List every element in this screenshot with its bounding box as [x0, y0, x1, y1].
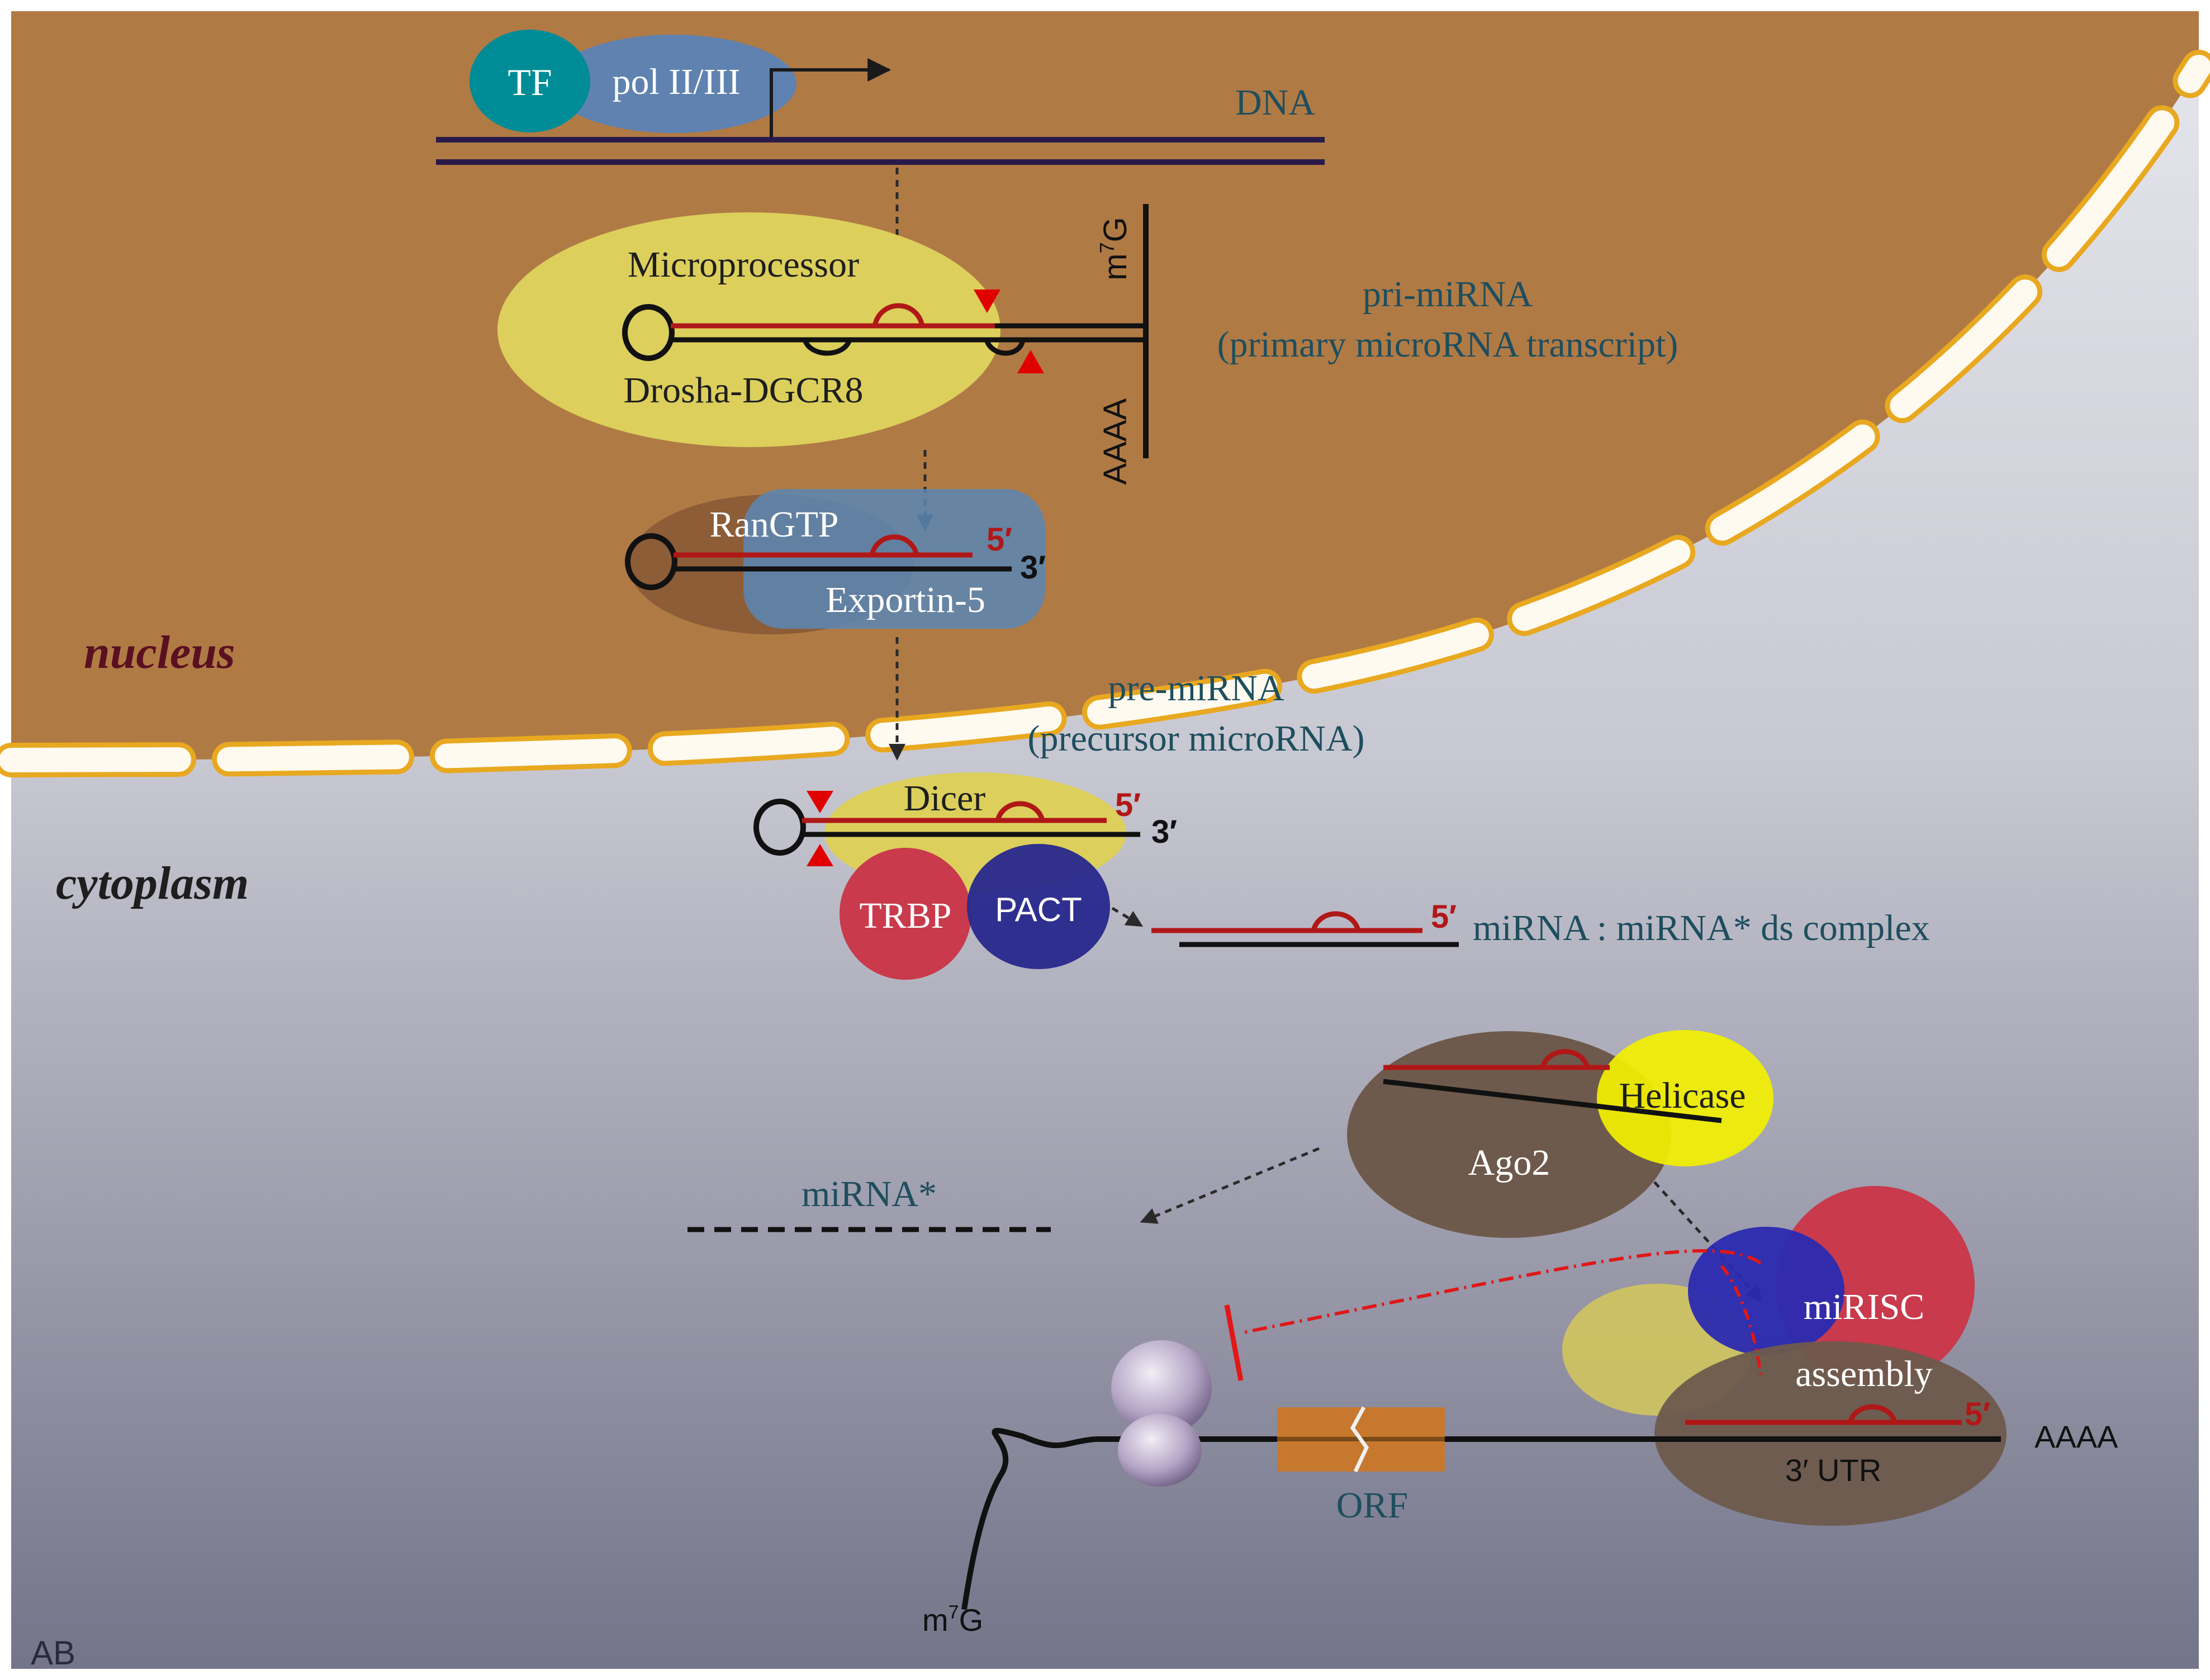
- drosha-cleavage-site-top: [974, 290, 1000, 313]
- drosha-label: Drosha-DGCR8: [624, 370, 864, 411]
- repression-bar: [1224, 1304, 1244, 1381]
- mrna-5-tail: [961, 1427, 1096, 1610]
- utr-mirna-bulge: [1847, 1404, 1898, 1423]
- pre-mirna-full-name: (precursor microRNA): [1028, 718, 1365, 759]
- export-three-prime: 3′: [1020, 549, 1046, 586]
- export-bulge-red: [869, 534, 919, 556]
- dicer-cleavage-site-bottom: [807, 844, 833, 866]
- ago-strand-black: [1383, 1079, 1722, 1123]
- pri-mirna-name: pri-miRNA: [1363, 274, 1533, 315]
- ago2-blob: [1347, 1031, 1671, 1238]
- ago-bulge-red: [1540, 1049, 1590, 1069]
- arrow-dicer-to-duplex: [1111, 907, 1144, 927]
- helicase-label: Helicase: [1619, 1075, 1746, 1116]
- nucleus-region: [11, 11, 2199, 760]
- risc-red-blob: [1776, 1186, 1975, 1385]
- mrna-cap: m7G: [922, 1602, 983, 1638]
- trbp-blob: [840, 848, 971, 980]
- pri-mirna-cap: m7G: [1095, 217, 1134, 280]
- pre-mirna-name: pre-miRNA: [1108, 668, 1284, 709]
- pri-mirna-full-name: (primary microRNA transcript): [1217, 324, 1678, 365]
- cytoplasm-label: cytoplasm: [56, 857, 249, 909]
- pri-mirna-loop: [622, 304, 675, 361]
- utr-label: 3′ UTR: [1785, 1453, 1881, 1488]
- tf-label: TF: [508, 61, 552, 103]
- mirisc-label-assembly: assembly: [1795, 1354, 1933, 1394]
- dicer-five-prime: 5′: [1115, 787, 1141, 823]
- pri-mirna-poly-a: AAAA: [1097, 398, 1134, 485]
- transcription-start-arrow: [770, 58, 891, 137]
- pre-mirna-loop-dicer: [753, 799, 806, 856]
- duplex-five-prime: 5′: [1431, 899, 1457, 935]
- mrna-poly-a: AAAA: [2034, 1419, 2118, 1454]
- pri-mirna-bulge-black-2: [984, 339, 1026, 356]
- dicer-three-prime: 3′: [1151, 814, 1177, 850]
- orf-break: [1350, 1406, 1369, 1473]
- nuclear-envelope-inner: [0, 55, 2210, 772]
- dna-label: DNA: [1235, 82, 1315, 123]
- pol-ii-iii-blob: [551, 35, 796, 133]
- ribosome-small-subunit: [1118, 1414, 1202, 1487]
- exportin-5-blob: [743, 489, 1045, 629]
- risc-blue-blob: [1688, 1227, 1844, 1355]
- nucleus-label: nucleus: [84, 627, 235, 678]
- trbp-label: TRBP: [859, 895, 951, 936]
- microprocessor-label: Microprocessor: [628, 244, 859, 285]
- passenger-label: miRNA*: [802, 1174, 937, 1214]
- mirisc-label: miRISC: [1804, 1287, 1924, 1327]
- microprocessor-ellipse: [497, 212, 1000, 447]
- dicer-label: Dicer: [904, 778, 986, 819]
- utr-five-prime: 5′: [1965, 1396, 1990, 1432]
- translational-repression-arrow: [1240, 1249, 1762, 1335]
- pact-blob: [967, 844, 1110, 969]
- dicer-cleavage-site-top: [807, 791, 833, 813]
- exportin-5-label: Exportin-5: [826, 580, 985, 620]
- tf-blob: [469, 30, 590, 132]
- ribosome-large-subunit: [1111, 1340, 1212, 1435]
- pact-label: PACT: [995, 891, 1082, 928]
- author-credit: AB: [31, 1634, 75, 1672]
- rangtp-label: RanGTP: [710, 504, 839, 545]
- dicer-bulge-red: [995, 801, 1045, 822]
- arrow-ago-to-mirisc: [1653, 1181, 1763, 1302]
- drosha-cleavage-site-bottom: [1017, 350, 1044, 373]
- ago2-label: Ago2: [1468, 1142, 1550, 1183]
- pri-mirna-bulge-black: [802, 339, 852, 356]
- helicase-blob: [1597, 1030, 1773, 1166]
- repression-tail: [1720, 1265, 1762, 1375]
- pre-mirna-loop-export: [625, 533, 677, 590]
- duplex-bulge-red: [1311, 911, 1361, 932]
- pol-label: pol II/III: [612, 61, 740, 102]
- duplex-label: miRNA : miRNA* ds complex: [1473, 908, 1930, 948]
- risc-ago-blob: [1654, 1341, 2007, 1526]
- orf-label: ORF: [1336, 1485, 1408, 1526]
- pri-mirna-bulge-red: [872, 303, 925, 327]
- svg-text:m7G: m7G: [1095, 217, 1134, 280]
- export-five-prime: 5′: [987, 521, 1012, 558]
